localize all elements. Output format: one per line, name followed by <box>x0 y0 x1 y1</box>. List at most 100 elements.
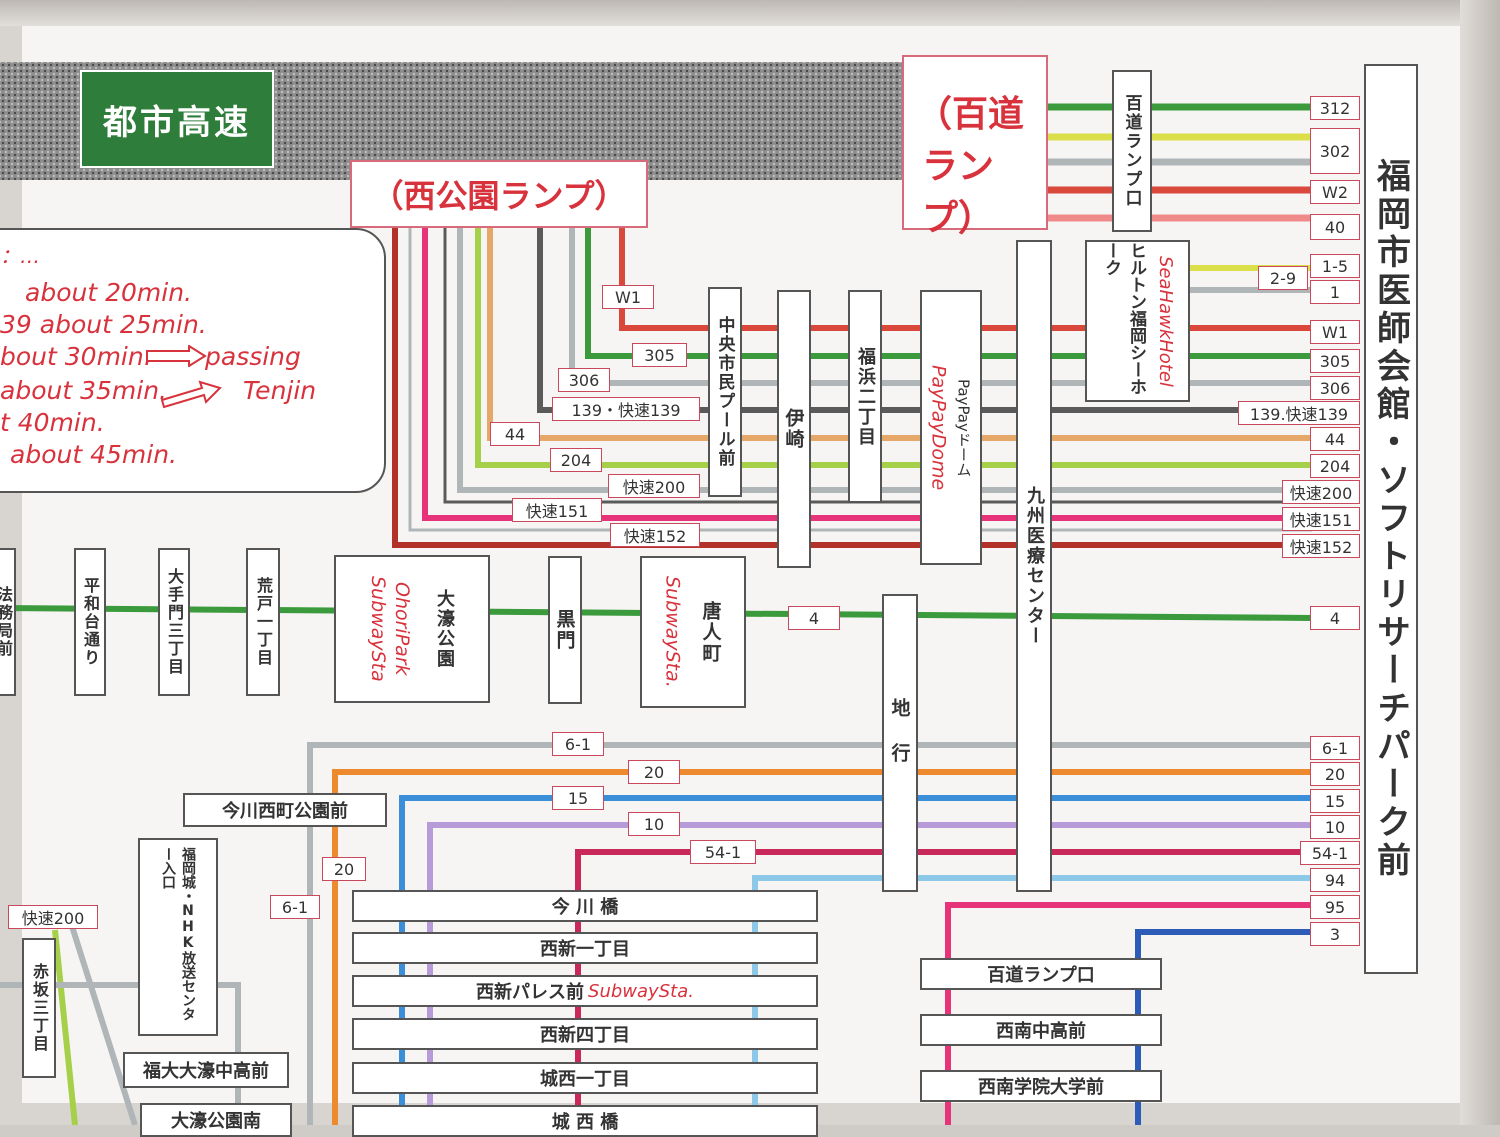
rtag-10: 10 <box>1310 815 1360 839</box>
stop-heiwadai: 平和台通り <box>74 548 106 696</box>
rtag-15: 15 <box>1310 789 1360 813</box>
route-green-left-line <box>52 929 78 1125</box>
nishikoen-ramp-label: （西公園ランプ） <box>350 160 648 228</box>
rtag-94: 94 <box>1310 868 1360 892</box>
tag-4: 4 <box>788 606 840 630</box>
rtag-204: 204 <box>1310 454 1360 478</box>
tag-10: 10 <box>628 812 680 836</box>
tag-54-1: 54-1 <box>690 840 756 864</box>
arrow-icon <box>146 345 207 367</box>
tag-15: 15 <box>552 786 604 810</box>
tag-204: 204 <box>550 448 602 472</box>
time-line-4: about 35min. <box>0 376 167 405</box>
stop-momochi-ramp-top: 百道ランプ口 <box>1112 70 1152 232</box>
rtag-305: 305 <box>1310 349 1360 373</box>
stop-nishijin-palace: 西新パレス前 SubwaySta. <box>352 975 818 1007</box>
stop-seinan-chuko: 西南中高前 <box>920 1014 1162 1046</box>
stop-fukuhama: 福浜二丁目 <box>848 290 882 503</box>
rtag-44: 44 <box>1310 427 1360 451</box>
stop-jonishi-1: 城西一丁目 <box>352 1062 818 1094</box>
rtag-306: 306 <box>1310 376 1360 400</box>
tag-6-1: 6-1 <box>552 732 604 756</box>
time-line-2: 39 about 25min. <box>0 310 207 339</box>
stop-fukudai: 福大大濠中高前 <box>123 1052 289 1088</box>
stop-nishijin-4: 西新四丁目 <box>352 1018 818 1050</box>
tag-k200: 快速200 <box>608 474 700 498</box>
rtag-312: 312 <box>1310 96 1360 120</box>
rtag-20: 20 <box>1310 762 1360 786</box>
tag-k152: 快速152 <box>610 523 700 547</box>
stop-jonishibashi: 城 西 橋 <box>352 1105 818 1137</box>
route-w1-line <box>619 228 1312 331</box>
rtag-w1: W1 <box>1310 320 1360 344</box>
rtag-95: 95 <box>1310 895 1360 919</box>
stop-jigyo: 地行 <box>882 594 918 892</box>
time-line-5: t 40min. <box>0 408 105 437</box>
stop-momochi-ramp-bottom: 百道ランプ口 <box>920 958 1162 990</box>
momochi-ramp-line-1: （百道 <box>916 94 1025 135</box>
destination-stop: 福岡市医師会館・ソフトリサーチパーク前 <box>1364 64 1418 974</box>
stop-otemon: 大手門三丁目 <box>158 548 190 696</box>
rtag-40: 40 <box>1310 214 1360 240</box>
route-k200-left-line <box>67 919 138 1125</box>
route-305-line <box>585 228 1312 359</box>
time-line-0: ：… <box>0 244 40 268</box>
time-line-6: about 45min. <box>10 440 177 469</box>
stop-paypay-dome: PayPayDome PayPayドーム <box>920 290 982 565</box>
stop-arato: 荒戸一丁目 <box>246 548 280 696</box>
stop-imagawabashi: 今 川 橋 <box>352 890 818 922</box>
expressway-label: 都市高速 <box>80 70 274 168</box>
arrow-up-right-icon <box>160 380 222 409</box>
rtag-w2: W2 <box>1310 180 1360 204</box>
route-k152-line <box>392 228 1312 548</box>
stop-chuo-pool: 中央市民プール前 <box>708 287 742 497</box>
stop-nishijin-1: 西新一丁目 <box>352 932 818 964</box>
frame-top-edge <box>0 0 1500 26</box>
rtag-1-5: 1-5 <box>1310 254 1360 278</box>
tag-k200-left: 快速200 <box>8 905 98 929</box>
tenjin-label: Tenjin <box>243 376 317 405</box>
stop-tojinmachi: SubwaySta. 唐人町 <box>640 556 746 708</box>
stop-fukuoka-castle: 福岡城・NHK放送センター入口 <box>138 838 218 1036</box>
route-3-line <box>1135 929 1312 1125</box>
tag-44: 44 <box>490 422 540 446</box>
rtag-k152: 快速152 <box>1282 534 1360 558</box>
stop-ohori-minami: 大濠公園南 <box>140 1103 292 1137</box>
route-k152b-line <box>408 228 1312 532</box>
route-95-line <box>945 902 1312 1125</box>
frame-right-edge <box>1460 0 1500 1125</box>
stop-izaki: 伊崎 <box>777 290 811 568</box>
rtag-139: 139.快速139 <box>1238 401 1360 425</box>
passing-label: passing <box>205 342 301 371</box>
rtag-k151: 快速151 <box>1282 507 1360 531</box>
stop-hilton: ヒルトン福岡シーホーク SeaHawkHotel <box>1085 240 1190 402</box>
route-20-line <box>332 769 1312 1125</box>
rtag-6-1: 6-1 <box>1310 736 1360 760</box>
momochi-ramp-label: （百道 ランプ） <box>902 55 1048 239</box>
rtag-k200: 快速200 <box>1282 480 1360 504</box>
rtag-4: 4 <box>1310 606 1360 630</box>
tag-20: 20 <box>628 760 680 784</box>
tag-20-left: 20 <box>322 857 366 881</box>
tag-w1: W1 <box>602 285 654 309</box>
route-15-line <box>399 795 1312 1125</box>
tag-k151: 快速151 <box>512 498 602 522</box>
time-line-1: about 20min. <box>25 278 192 307</box>
rtag-2-9: 2-9 <box>1258 266 1308 290</box>
time-line-3: bout 30min. <box>0 342 152 371</box>
rtag-1: 1 <box>1310 280 1360 304</box>
momochi-ramp-line-2: ランプ） <box>922 146 995 239</box>
tag-305: 305 <box>632 343 687 367</box>
stop-akasaka: 赤坂三丁目 <box>22 938 56 1078</box>
rtag-3: 3 <box>1310 922 1360 946</box>
stop-kyushu-iryo: 九州医療センター <box>1016 240 1052 892</box>
stop-kuromon: 黒門 <box>548 556 582 704</box>
stop-ohori-park: SubwaySta OhoriPark 大濠公園 <box>334 555 490 703</box>
tag-139: 139・快速139 <box>552 397 700 421</box>
tag-306: 306 <box>558 368 610 392</box>
stop-seinan-daigaku: 西南学院大学前 <box>920 1070 1162 1102</box>
rtag-302: 302 <box>1310 128 1360 174</box>
stop-houmukyoku: 法務局前 <box>0 548 16 696</box>
route-139-line <box>537 228 1312 413</box>
stop-imagawa-nishi: 今川西町公園前 <box>183 793 387 827</box>
